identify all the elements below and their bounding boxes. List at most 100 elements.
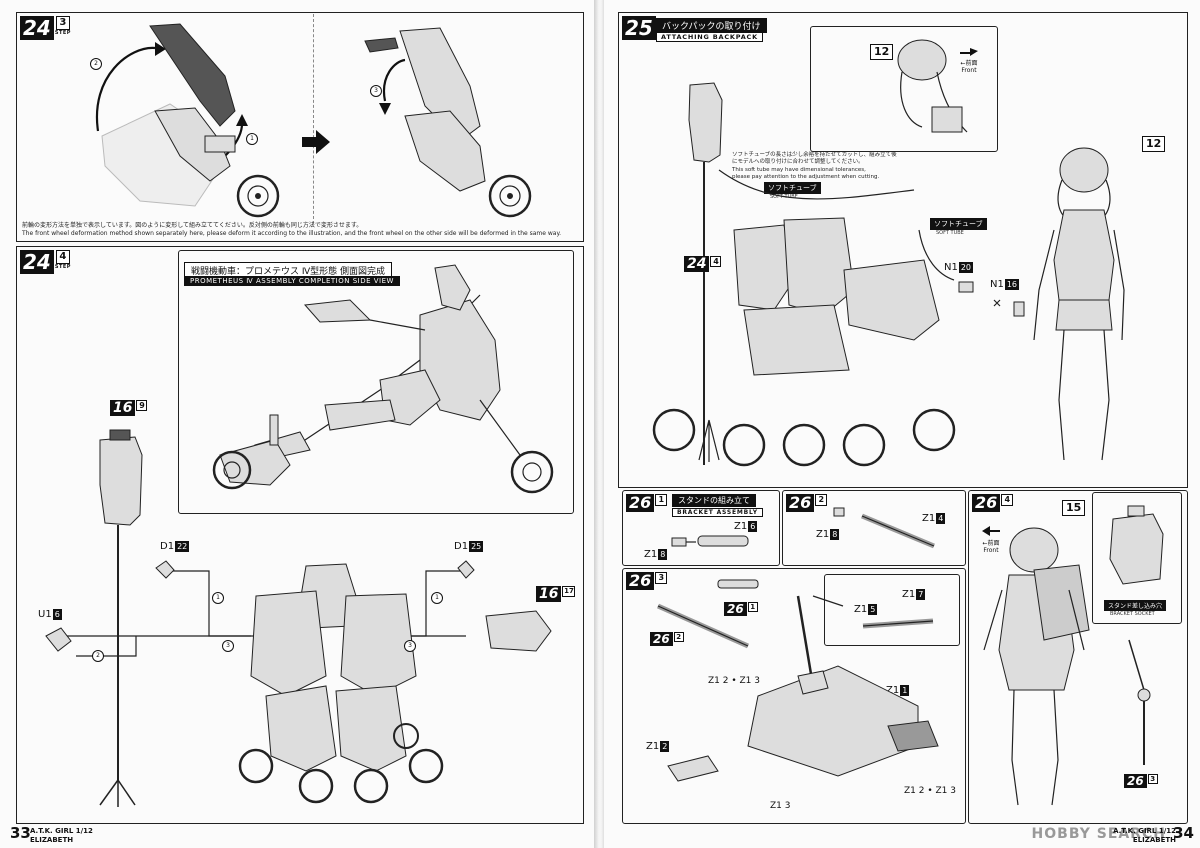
ref-step-26-2: 26 2	[650, 632, 684, 646]
page-number-left: 33	[10, 824, 31, 842]
part-label-z1-7: Z1 7	[902, 589, 926, 600]
step-26-4-badge: 26 4	[972, 494, 1014, 512]
connector-parts-illustration	[918, 229, 1025, 317]
part-name: Z1	[816, 529, 830, 540]
bottom-part-label: Z1 3	[770, 801, 791, 811]
tube-note-en-1: This soft tube may have dimensional tole…	[732, 167, 866, 173]
ref-step-number: 16	[536, 586, 562, 602]
step-sub: 2	[815, 494, 828, 506]
ref-step-sub-number: 1	[747, 602, 758, 612]
step-26-2-illustration	[833, 507, 935, 549]
ref-step-sub-number: 2	[673, 632, 684, 642]
part-name: N1	[944, 262, 958, 273]
step-sub-number: 2	[815, 494, 828, 506]
footer-title-line2: ELIZABETH	[1132, 836, 1176, 844]
step-label: STEP	[54, 30, 71, 36]
step-number: 25	[622, 16, 656, 40]
front-label-en: Front	[983, 547, 999, 554]
step-26-1-badge: 26 1	[626, 494, 668, 512]
combo-label-bottom: Z1 2 • Z1 3	[904, 786, 956, 796]
ref-step-number: 16	[110, 400, 136, 416]
bracket-socket-tag-jp: スタンド差し込み穴	[1104, 600, 1167, 611]
part-label-z1-8: Z1 8	[644, 549, 668, 560]
tube-note-en-2: please pay attention to the adjustment w…	[732, 174, 880, 180]
step-label: STEP	[54, 264, 71, 270]
inset-title-en: PROMETHEUS Ⅳ ASSEMBLY COMPLETION SIDE VI…	[184, 276, 400, 286]
stand-arm-illustration	[1128, 639, 1151, 765]
ref-step-number: 26	[1124, 774, 1147, 788]
page-number-right: 34	[1173, 824, 1194, 842]
part-label-d1-22: D1 22	[160, 541, 190, 552]
part-label-z1-6: Z1 6	[734, 521, 758, 532]
part-label-z1-5: Z1 5	[854, 604, 878, 615]
part-number: 16	[1004, 279, 1020, 290]
step-25-badge: 25	[622, 16, 656, 40]
step-number: 24	[20, 16, 54, 40]
part-number: 2	[660, 741, 670, 752]
part-name: Z1	[902, 589, 916, 600]
part-label-z1-8b: Z1 8	[816, 529, 840, 540]
head-detail-illustration	[897, 39, 968, 133]
part-name: Z1	[854, 604, 868, 615]
step-24-3-note-en: The front wheel deformation method shown…	[22, 230, 562, 237]
footer-title-line1: A.T.K. GIRL 1/12	[30, 827, 93, 835]
step-25-title-jp: バックパックの取り付け	[656, 18, 767, 33]
ref-step-sub-number: 9	[136, 400, 148, 411]
ref-step-number: 26	[724, 602, 747, 616]
front-label-jp: ←前面	[982, 540, 1000, 547]
part-label-z1-1: Z1 1	[886, 685, 910, 696]
part-number: 8	[658, 549, 668, 560]
step-26-1-box	[622, 490, 780, 566]
step-26-1-title-en: BRACKET ASSEMBLY	[672, 508, 763, 517]
divider	[313, 14, 314, 224]
ref-12-b: 12	[1142, 136, 1166, 152]
part-name: Z1	[886, 685, 900, 696]
watermark: HOBBY SEARCH	[1031, 826, 1166, 842]
front-indicator: ←前面 Front	[960, 46, 978, 74]
footer-title-line1: A.T.K. GIRL 1/12	[1113, 827, 1176, 835]
part-number: 6	[748, 521, 758, 532]
step-sub: 3 STEP	[55, 16, 71, 36]
part-label-n1-20: N1 20	[944, 262, 974, 273]
step-sub: 3	[655, 572, 668, 584]
ref-number: 15	[1062, 500, 1086, 516]
part-number: 4	[936, 513, 946, 524]
step-sub: 4 STEP	[55, 250, 71, 270]
assembly-diagram	[45, 560, 552, 804]
ref-number: 12	[870, 44, 894, 60]
bracket-socket-inset	[1092, 492, 1182, 624]
part-label-d1-25: D1 25	[454, 541, 484, 552]
step-marker: 3	[222, 640, 234, 652]
part-label-u1-6: U1 6	[38, 609, 62, 620]
bracket-socket-tag-en: BRACKET SOCKET	[1110, 611, 1155, 617]
stand-assembly-illustration	[656, 579, 939, 782]
combo-label-top: Z1 2 • Z1 3	[708, 676, 760, 686]
ref-12-a: 12	[870, 44, 894, 60]
step-marker: 1	[212, 592, 224, 604]
step-number: 26	[786, 494, 815, 512]
ref-step-sub: 1	[747, 602, 758, 612]
ref-step-sub-number: 3	[1147, 774, 1158, 784]
part-label-n1-16: N1 16	[990, 279, 1020, 290]
ref-step-26-3: 26 3	[1124, 774, 1158, 788]
step-marker: 1	[431, 592, 443, 604]
front-label-jp: ←前面	[960, 60, 978, 67]
front-indicator-26-4: ←前面 Front	[982, 526, 1000, 554]
left-page: 24 3 STEP 2 1 3	[0, 0, 596, 848]
completion-side-view-inset	[178, 250, 574, 514]
front-arrow-icon	[982, 526, 1000, 536]
part-number: 25	[469, 541, 484, 552]
step-25-title-en: ATTACHING BACKPACK	[656, 32, 763, 42]
step-26-3-detail-inset	[824, 574, 960, 646]
part-name: Z1	[644, 549, 658, 560]
step-marker: 1	[246, 133, 258, 145]
robot-wheels-illustration	[652, 408, 956, 467]
step-marker: 3	[404, 640, 416, 652]
backpack-socket-illustration	[1109, 505, 1164, 585]
front-arrow-icon	[960, 48, 978, 56]
robot-with-pole-illustration	[688, 82, 940, 465]
step-26-1-title-jp: スタンドの組み立て	[672, 494, 756, 507]
part-number: 22	[175, 541, 190, 552]
ref-15: 15	[1062, 500, 1086, 516]
step-number: 26	[972, 494, 1001, 512]
